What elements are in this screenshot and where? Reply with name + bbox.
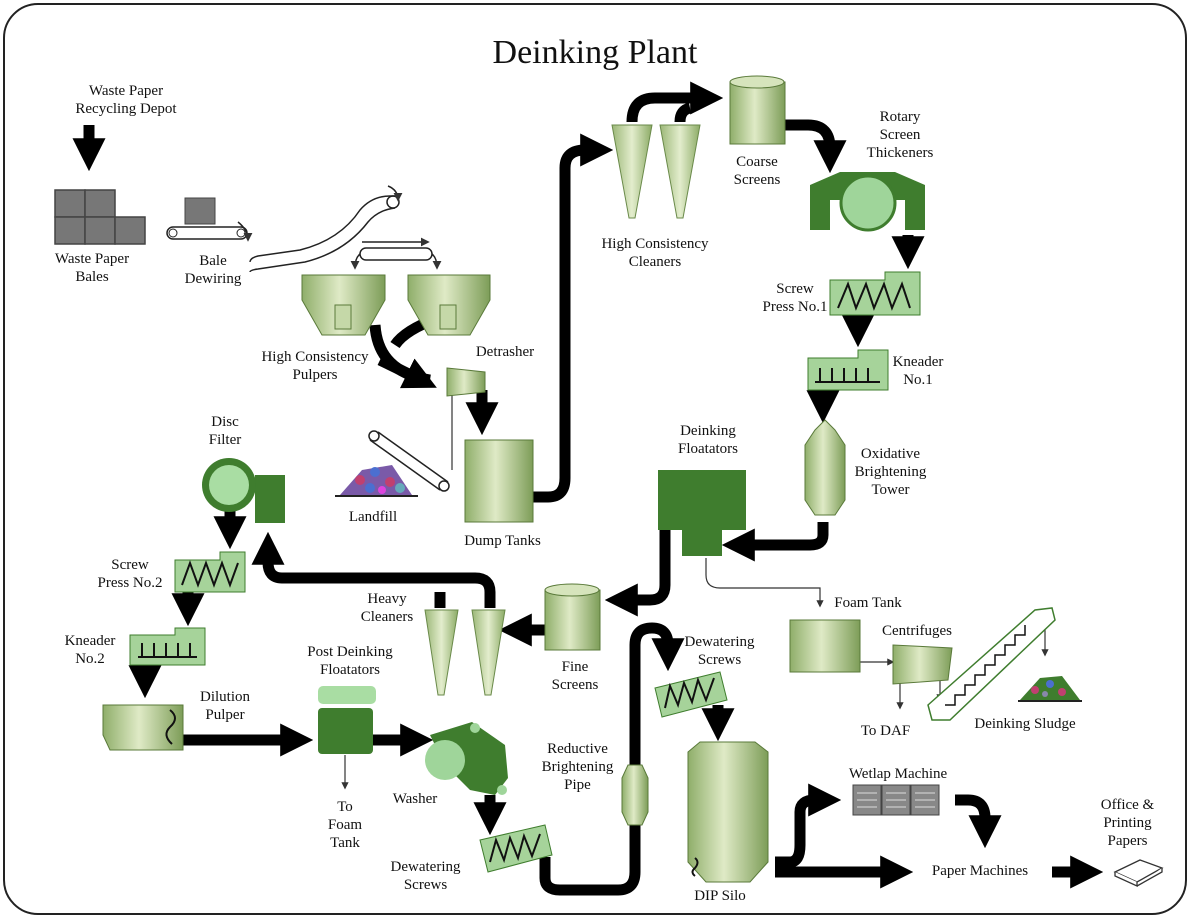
label-paper-machines: Paper Machines	[931, 863, 1029, 879]
fine-screens-icon	[544, 583, 601, 651]
label-waste-bales: Waste Paper Bales	[54, 251, 130, 285]
sludge-conveyor-icon	[927, 607, 1056, 721]
label-fine-screens: Fine Screens	[551, 659, 599, 693]
label-screw-press-2: Screw Press No.2	[97, 557, 163, 591]
label-dewatering-screws-bottom: Dewatering Screws	[390, 859, 461, 893]
pipe-heavy-to-disc	[251, 531, 496, 608]
label-rotary-screen: Rotary Screen Thickeners	[866, 109, 934, 161]
label-detrasher: Detrasher	[475, 344, 535, 360]
label-wetlap-machine: Wetlap Machine	[848, 766, 948, 782]
landfill-conveyor-icon	[368, 430, 450, 492]
bale-dewiring-conveyor-icon	[166, 197, 248, 240]
pipe-wetlap-to-paper	[955, 794, 1002, 849]
reductive-pipe-icon	[621, 764, 649, 826]
label-hc-cleaners: High Consistency Cleaners	[601, 236, 709, 270]
pipe-cleaner2	[674, 102, 692, 123]
waste-paper-bales-icon	[54, 189, 146, 245]
pipe-screws-to-reductive	[539, 622, 685, 896]
label-dump-tanks: Dump Tanks	[464, 533, 541, 549]
kneader-2-icon	[129, 627, 206, 666]
detrasher-icon	[446, 367, 486, 397]
sludge-pile-icon	[1018, 676, 1082, 702]
diagram-border	[3, 3, 1187, 915]
label-heavy-cleaners: Heavy Cleaners	[360, 591, 414, 625]
label-kneader-1: Kneader No.1	[892, 354, 944, 388]
diagram-title: Deinking Plant	[492, 34, 698, 71]
inclined-conveyor-icon	[237, 185, 403, 273]
label-office-papers: Office & Printing Papers	[1100, 797, 1155, 849]
label-screw-press-1: Screw Press No.1	[762, 281, 828, 315]
screw-press-2-icon	[174, 551, 246, 593]
rotary-screen-thickener-icon	[810, 172, 925, 232]
label-deinking-floatators: Deinking Floatators	[678, 423, 738, 457]
label-bale-dewiring: Bale Dewiring	[184, 253, 242, 287]
wetlap-machine-icon	[852, 784, 940, 816]
coarse-screens-icon	[729, 75, 786, 145]
pipe-floatators-to-fine	[604, 530, 671, 617]
label-waste-depot: Waste Paper Recycling Depot	[75, 83, 177, 117]
label-disc-filter: Disc Filter	[208, 414, 242, 448]
hc-cleaner-1-icon	[611, 124, 653, 219]
heavy-cleaner-1-icon	[424, 609, 459, 696]
hc-cleaner-2-icon	[659, 124, 701, 219]
dip-silo-icon	[687, 741, 769, 883]
foam-tank-icon	[789, 619, 861, 673]
label-foam-tank: Foam Tank	[834, 595, 902, 611]
label-kneader-2: Kneader No.2	[64, 633, 116, 667]
label-hc-pulpers: High Consistency Pulpers	[261, 349, 369, 383]
oxidative-tower-icon	[804, 419, 846, 516]
label-oxidative-tower: Oxidative Brightening Tower	[854, 446, 927, 498]
pipe-silo-to-wetlap	[775, 783, 842, 868]
label-landfill: Landfill	[348, 509, 398, 525]
floatator-to-foam-line	[705, 558, 824, 608]
heavy-cleaner-2-icon	[471, 609, 506, 696]
dump-tank-icon	[464, 439, 534, 523]
label-deinking-sludge: Deinking Sludge	[974, 716, 1076, 732]
office-papers-icon	[1113, 859, 1164, 888]
label-centrifuges: Centrifuges	[882, 623, 952, 639]
dilution-pulper-icon	[102, 704, 184, 751]
pipe-pulper-join	[377, 355, 437, 389]
label-dip-silo: DIP Silo	[694, 888, 746, 904]
centrifuge-icon	[892, 644, 953, 685]
label-post-floatators: Post Deinking Floatators	[307, 644, 393, 678]
label-to-foam-tank: To Foam Tank	[327, 799, 363, 851]
washer-icon	[425, 722, 508, 795]
label-dewatering-screws-top: Dewatering Screws	[684, 634, 755, 668]
pulper-feed-conveyor-icon	[350, 237, 442, 270]
post-floatators-icon	[318, 686, 376, 754]
kneader-1-icon	[807, 349, 889, 391]
landfill-pile-icon	[335, 465, 418, 497]
pipe-cleaners-to-coarse	[626, 81, 724, 123]
deinking-floatators-icon	[658, 470, 746, 556]
pipe-coarse-to-rotary	[785, 119, 847, 174]
disc-filter-icon	[202, 458, 285, 523]
dewatering-screws-top-icon	[654, 671, 728, 718]
screw-press-1-icon	[829, 271, 921, 316]
pipes	[72, 81, 1104, 896]
label-reductive-pipe: Reductive Brightening Pipe	[541, 741, 614, 793]
high-consistency-pulpers	[301, 274, 491, 336]
dewatering-screws-bottom-icon	[479, 824, 553, 873]
label-coarse-screens: Coarse Screens	[733, 154, 781, 188]
pipe-tower-to-floatators	[721, 522, 829, 562]
label-dilution-pulper: Dilution Pulper	[199, 689, 250, 723]
label-washer: Washer	[392, 791, 438, 807]
pipe-dumptank-to-hccleaners	[533, 133, 614, 503]
label-to-daf: To DAF	[860, 723, 911, 739]
